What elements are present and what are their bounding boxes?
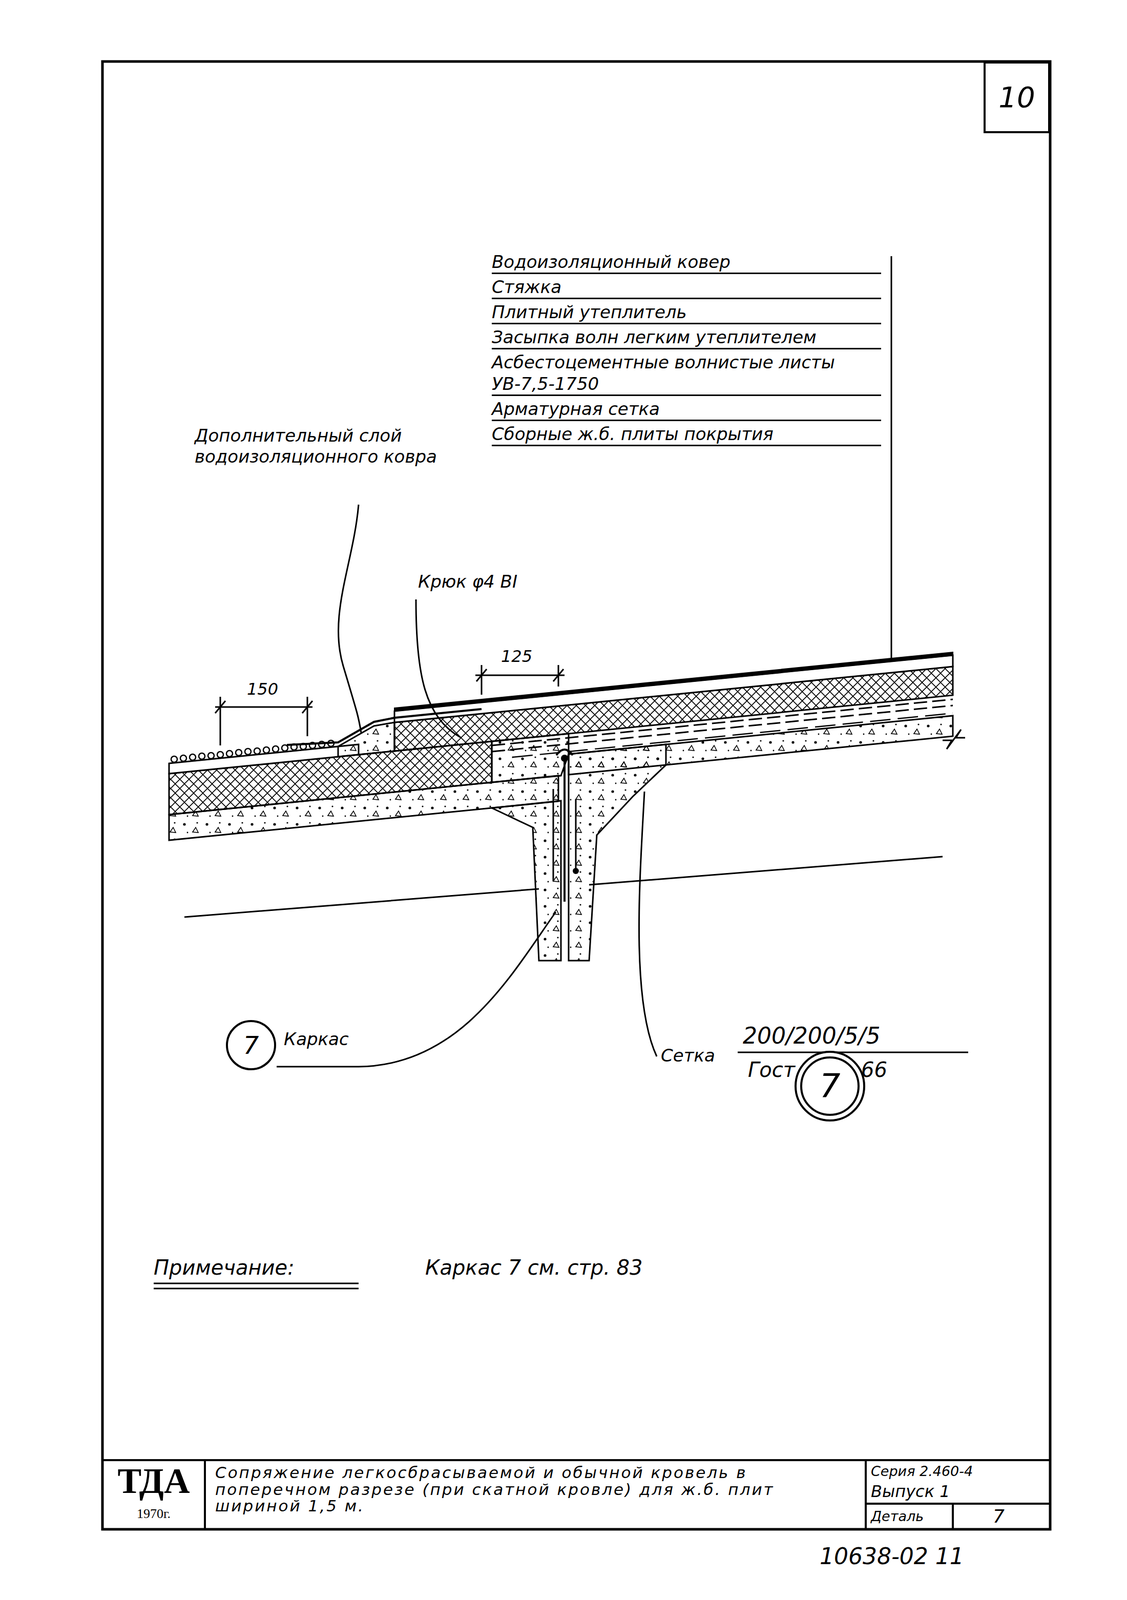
rib-left xyxy=(491,800,561,961)
gravel-stone xyxy=(207,752,215,759)
layer-label: Сборные ж.б. плиты покрытия xyxy=(491,421,882,447)
dimension-tick xyxy=(215,700,313,714)
layer-label: Арматурная сетка xyxy=(491,395,882,422)
hook-dot xyxy=(560,754,569,762)
layer-label: Засыпка волн легким утеплителем xyxy=(491,324,882,350)
note-text: Сетка xyxy=(660,1045,716,1067)
dimension-125 xyxy=(475,664,565,695)
circle-ring xyxy=(795,1051,865,1121)
dimension-tick xyxy=(476,669,564,682)
circle-ring xyxy=(226,1020,276,1070)
gravel-stone xyxy=(171,756,178,763)
title-block-grid xyxy=(102,1459,1051,1530)
corrugated-sheet xyxy=(491,705,953,752)
gravel-stone xyxy=(272,745,279,753)
sheet-frame xyxy=(102,61,1051,1530)
insulation-left xyxy=(169,741,492,815)
break-line xyxy=(942,729,966,749)
note-text: Каркас 7 см. стр. 83 xyxy=(425,1255,643,1280)
extra-carpet xyxy=(286,708,482,745)
gravel-stone xyxy=(263,746,270,754)
callout-number: 7 xyxy=(819,1068,841,1104)
dimension-line xyxy=(475,674,565,677)
sheet-number-box: 10 xyxy=(983,61,1051,134)
callout-number: 7 xyxy=(243,1031,260,1059)
note-text: Сопряжение легкосбрасываемой и обычной к… xyxy=(215,1464,856,1515)
note-text: Серия 2.460-4 xyxy=(870,1463,973,1480)
extension-line xyxy=(481,664,559,695)
waterproof-carpet xyxy=(394,652,953,712)
gravel-stone xyxy=(198,753,205,760)
leader-line xyxy=(338,504,362,733)
title-block-line xyxy=(102,1458,1051,1462)
cage-dot xyxy=(572,867,579,874)
screed-right xyxy=(394,655,953,723)
title-block-line xyxy=(864,1459,867,1530)
note-text: 1970г. xyxy=(102,1507,205,1521)
rib-right xyxy=(568,744,666,961)
gravel-stone xyxy=(235,749,242,756)
callout-number: 10 xyxy=(998,81,1035,114)
cage-bar xyxy=(553,788,576,882)
circle-ring-inner xyxy=(801,1057,859,1115)
detail-circle: 7 xyxy=(794,1050,866,1122)
hook-bar xyxy=(563,757,566,902)
title-block-line xyxy=(951,1503,954,1530)
corrugated-sheet xyxy=(491,699,953,746)
gravel-stone xyxy=(244,748,252,755)
layer-label: Водоизоляционный ковер xyxy=(491,248,882,275)
screed-left xyxy=(169,744,359,774)
callout-label: Каркас xyxy=(283,1028,349,1050)
gravel-stone xyxy=(180,755,187,762)
note-text: Крюк φ4 ВI xyxy=(418,571,518,593)
note-text: Примечание: xyxy=(153,1255,295,1280)
gravel-stone xyxy=(254,747,261,755)
title-block-line xyxy=(865,1502,1051,1505)
note-text: Дополнительный слой водоизоляционного ко… xyxy=(194,425,451,468)
note-text: 200/200/5/5 xyxy=(742,1022,881,1050)
callout-circle: 7Каркас xyxy=(225,1019,277,1071)
dimension-150 xyxy=(215,696,313,746)
hook-bend xyxy=(556,749,573,756)
gravel-stone xyxy=(217,751,224,758)
layer-list: Водоизоляционный коверСтяжкаПлитный утеп… xyxy=(491,248,882,447)
note-underline xyxy=(153,1283,359,1289)
layer-label: Асбестоцементные волнистые листы УВ-7,5-… xyxy=(491,349,882,396)
gravel-stone xyxy=(226,750,233,757)
note-text: ТДА xyxy=(102,1463,205,1499)
leader-line xyxy=(276,911,556,1067)
note-text: 125 xyxy=(501,646,533,666)
layer-label: Стяжка xyxy=(491,274,882,300)
dimension-line xyxy=(215,706,313,708)
layer-leader xyxy=(890,256,893,659)
gravel-stone xyxy=(189,754,196,761)
extension-line xyxy=(220,696,308,746)
note-text: 10638-02 11 xyxy=(819,1542,965,1571)
ramp-wedge xyxy=(338,722,395,757)
title-block-line xyxy=(203,1459,206,1530)
fraction-bar xyxy=(737,1051,969,1054)
note-text: Деталь xyxy=(870,1508,924,1525)
note-text: Выпуск 1 xyxy=(870,1481,951,1501)
detail-number: 7 xyxy=(992,1505,1005,1528)
reinforcing-mesh xyxy=(512,713,953,758)
leader-line xyxy=(638,791,657,1057)
layer-label: Плитный утеплитель xyxy=(491,299,882,325)
leader-line xyxy=(415,599,462,738)
note-text: 150 xyxy=(246,679,279,699)
